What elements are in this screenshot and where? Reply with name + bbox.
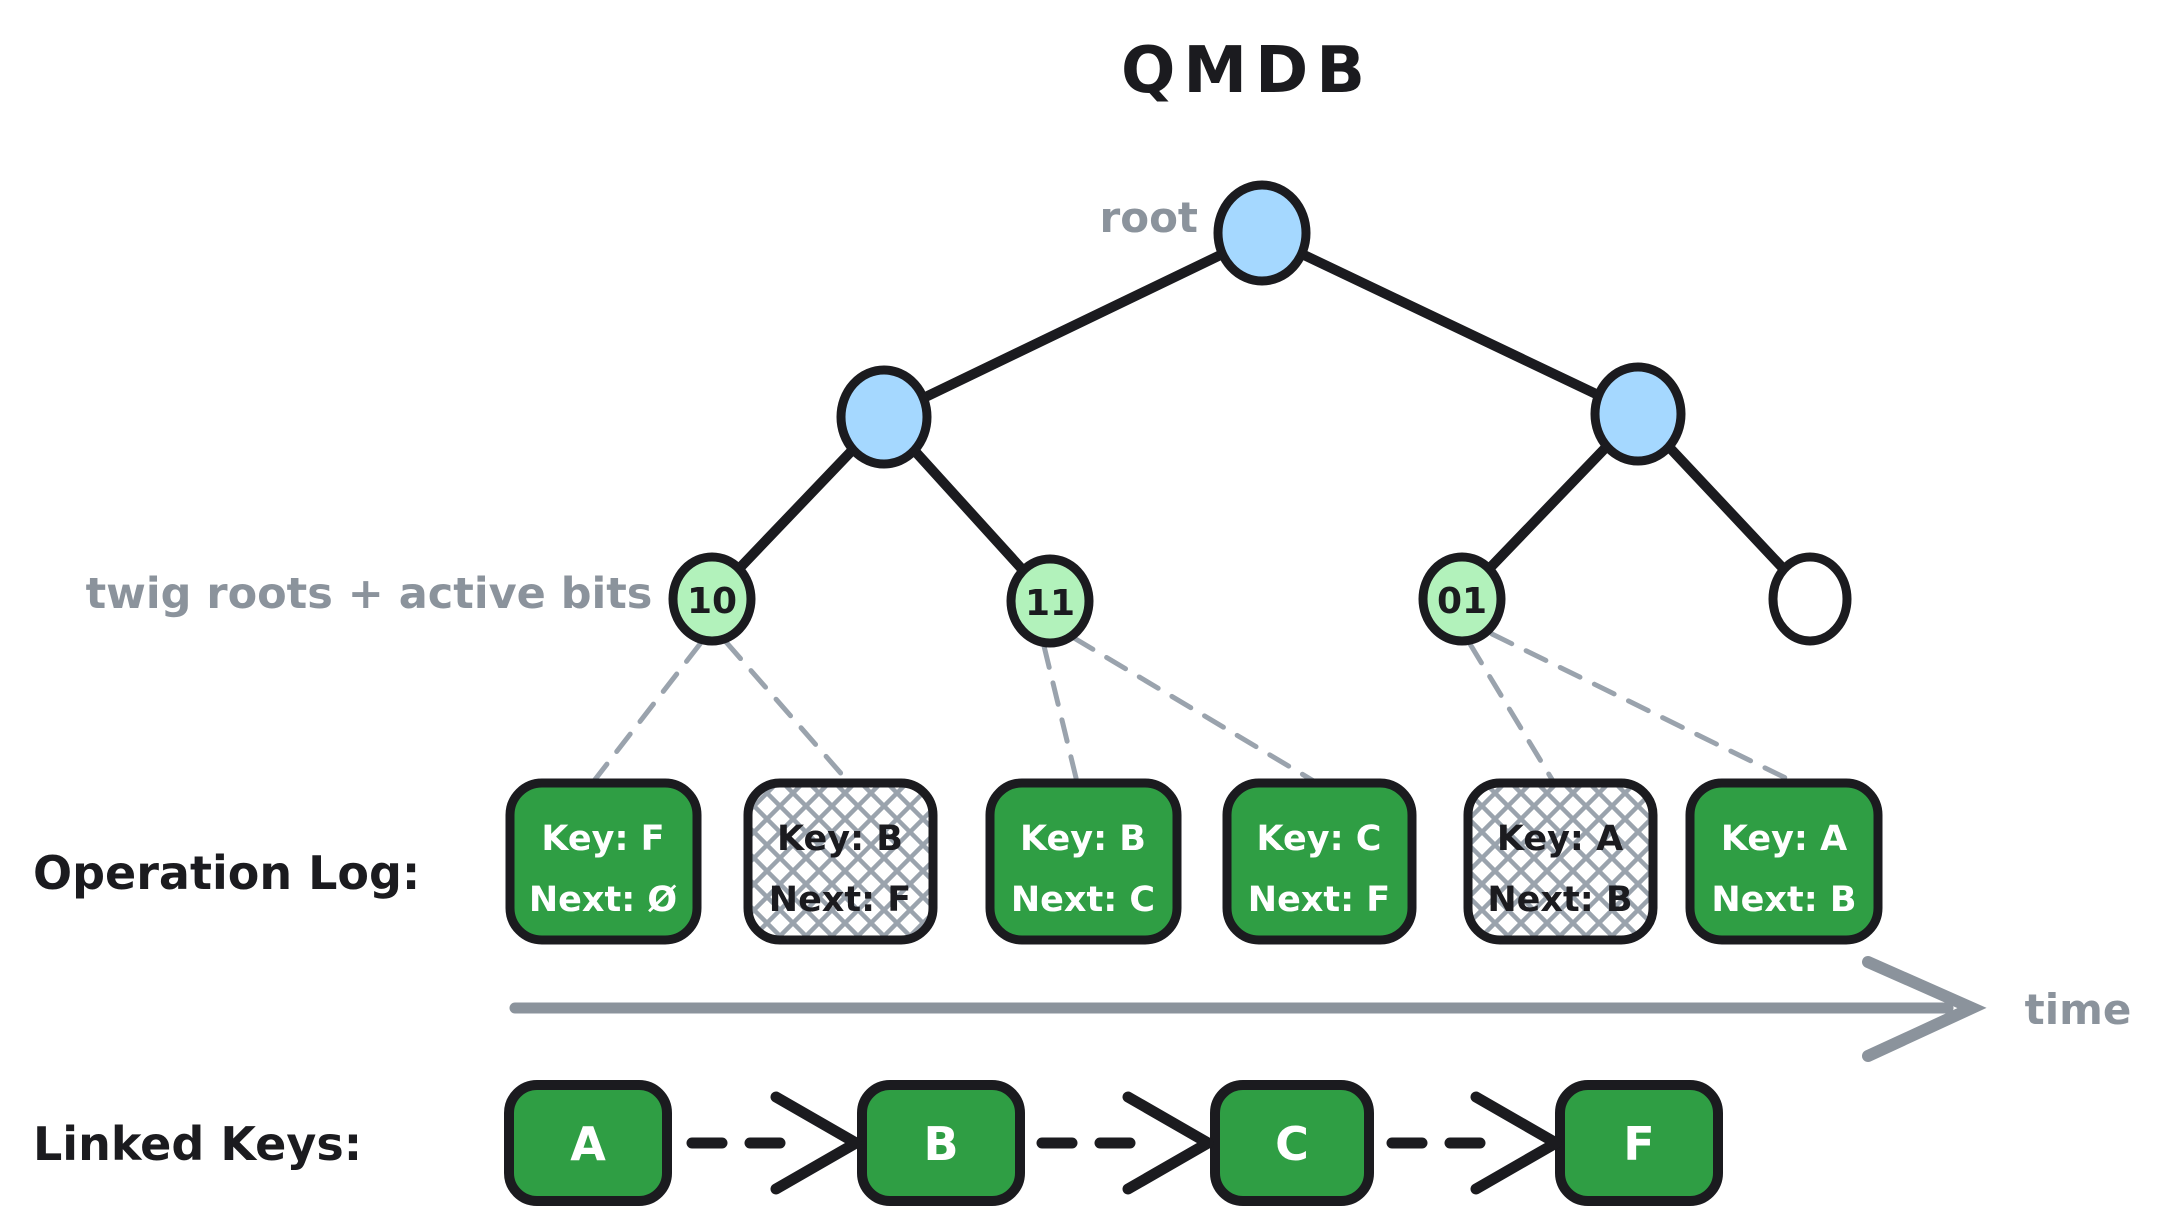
tree-nodes: 10 11 01 — [668, 180, 1852, 648]
time-label: time — [2025, 985, 2132, 1034]
op-log-next: Next: C — [1011, 880, 1155, 920]
key-label-f: F — [1623, 1117, 1654, 1171]
op-log-box — [1222, 778, 1417, 945]
key-label-c: C — [1275, 1117, 1309, 1171]
op-log-next: Next: B — [1711, 880, 1856, 920]
op-log-key: Key: C — [1257, 819, 1382, 859]
op-log-box — [743, 778, 938, 945]
op-log-entry: Key: B Next: F — [743, 778, 938, 945]
op-log-next: Next: F — [1248, 880, 1390, 920]
root-label: root — [1100, 193, 1199, 242]
op-log-key: Key: A — [1497, 819, 1623, 859]
op-log-box — [505, 778, 702, 945]
op-log-entry: Key: A Next: B — [1685, 778, 1883, 945]
op-log-key: Key: F — [541, 819, 664, 859]
dashed-link-01-entry6 — [1489, 631, 1805, 789]
op-log-entry: Key: A Next: B — [1463, 778, 1658, 945]
root-node — [1213, 180, 1311, 286]
empty-leaf-node — [1768, 552, 1852, 646]
twig-bits-01: 01 — [1437, 581, 1487, 622]
dashed-link-10-entry1 — [587, 641, 703, 789]
op-log-box — [1463, 778, 1658, 945]
operation-log-entries: Key: F Next: Ø Key: B Next: F Key: B Nex… — [505, 778, 1883, 945]
twig-node-11 — [1006, 554, 1094, 648]
time-axis: time — [509, 956, 2132, 1062]
twig-caption: twig roots + active bits — [86, 569, 653, 619]
linked-keys-chain: A B C F — [504, 1080, 1723, 1206]
internal-node-left — [836, 365, 932, 469]
op-log-key: Key: B — [777, 819, 903, 859]
tree-edge-root-right — [1257, 230, 1643, 419]
key-box-b — [857, 1080, 1025, 1206]
dashed-link-11-entry4 — [1071, 635, 1325, 789]
twig-node-10 — [668, 552, 756, 646]
twig-node-01 — [1418, 552, 1506, 646]
chain-arrow-head-bc — [1122, 1091, 1214, 1195]
diagram-title: QMDB — [1121, 34, 1373, 108]
twig-bits-11: 11 — [1025, 583, 1075, 624]
op-log-box — [985, 778, 1182, 945]
op-log-next: Next: Ø — [529, 880, 677, 920]
op-log-entry: Key: B Next: C — [985, 778, 1182, 945]
linked-keys-caption: Linked Keys: — [33, 1117, 362, 1171]
internal-node-right — [1590, 362, 1686, 466]
operation-log-caption: Operation Log: — [33, 846, 420, 900]
tree-edge-root-left — [879, 230, 1267, 422]
op-log-key: Key: A — [1721, 819, 1847, 859]
key-label-b: B — [923, 1117, 958, 1171]
chain-arrow-head-cf — [1470, 1091, 1562, 1195]
dashed-link-11-entry3 — [1041, 643, 1081, 789]
op-log-key: Key: B — [1020, 819, 1146, 859]
key-label-a: A — [570, 1117, 606, 1171]
key-box-a — [504, 1080, 672, 1206]
op-log-next: Next: F — [769, 880, 911, 920]
dashed-link-01-entry5 — [1467, 641, 1559, 789]
op-log-entry: Key: C Next: F — [1222, 778, 1417, 945]
key-box-c — [1210, 1080, 1374, 1206]
twig-bits-10: 10 — [687, 581, 737, 622]
twig-to-log-links — [587, 631, 1805, 789]
op-log-box — [1685, 778, 1883, 945]
op-log-next: Next: B — [1487, 880, 1632, 920]
dashed-link-10-entry2 — [723, 639, 855, 789]
chain-arrow-head-ab — [770, 1091, 862, 1195]
time-arrow-head — [1862, 956, 1987, 1062]
op-log-entry: Key: F Next: Ø — [505, 778, 702, 945]
